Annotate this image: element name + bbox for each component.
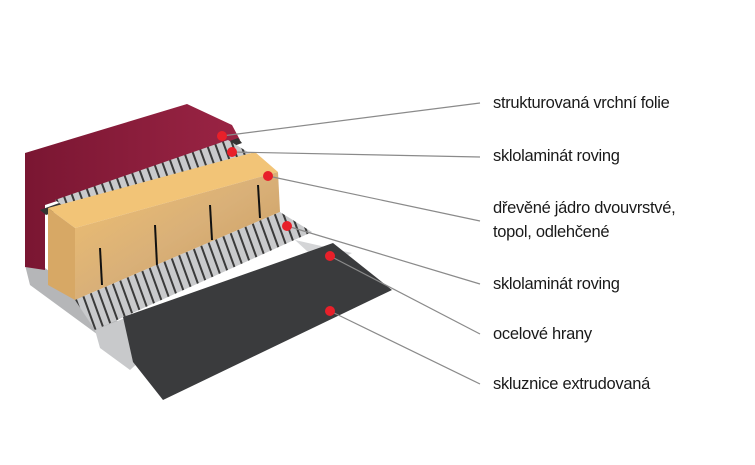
label-core-line2: topol, odlehčené	[493, 223, 610, 241]
label-core-line1: dřevěné jádro dvouvrstvé,	[493, 199, 676, 217]
core-slots	[99, 184, 261, 286]
core-front	[48, 208, 75, 300]
base-shape	[123, 243, 392, 400]
core-side	[75, 172, 280, 300]
marker-dots	[217, 131, 335, 316]
fiberglass-bottom-shape	[75, 212, 312, 330]
topsheet-shape	[25, 104, 240, 270]
label-topsheet: strukturovaná vrchní folie	[493, 94, 670, 112]
label-steel-edges: ocelové hrany	[493, 325, 592, 343]
core-top	[48, 152, 278, 228]
leader-lines	[221, 102, 481, 385]
label-base: skluznice extrudovaná	[493, 375, 650, 393]
label-fiberglass-top: sklolaminát roving	[493, 147, 620, 165]
label-fiberglass-bottom: sklolaminát roving	[493, 275, 620, 293]
